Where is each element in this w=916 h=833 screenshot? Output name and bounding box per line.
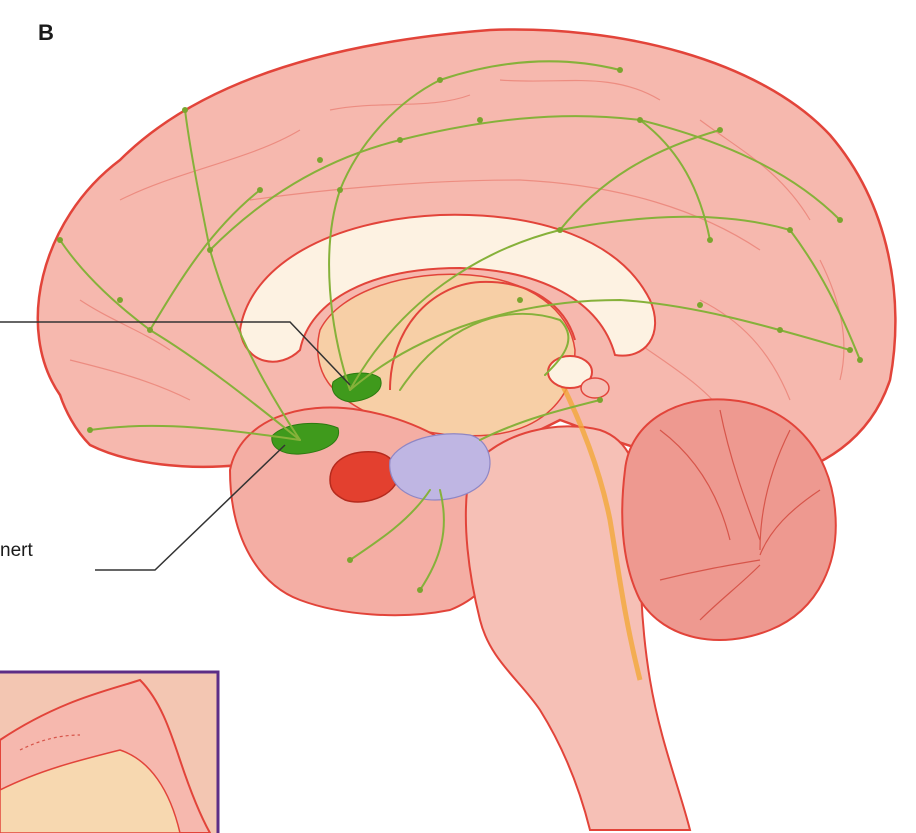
colliculus bbox=[581, 378, 609, 398]
inset-detail bbox=[0, 672, 218, 833]
cerebellum bbox=[622, 399, 836, 640]
label-nucleus-basalis: nert bbox=[0, 540, 33, 562]
panel-letter: B bbox=[38, 20, 54, 46]
